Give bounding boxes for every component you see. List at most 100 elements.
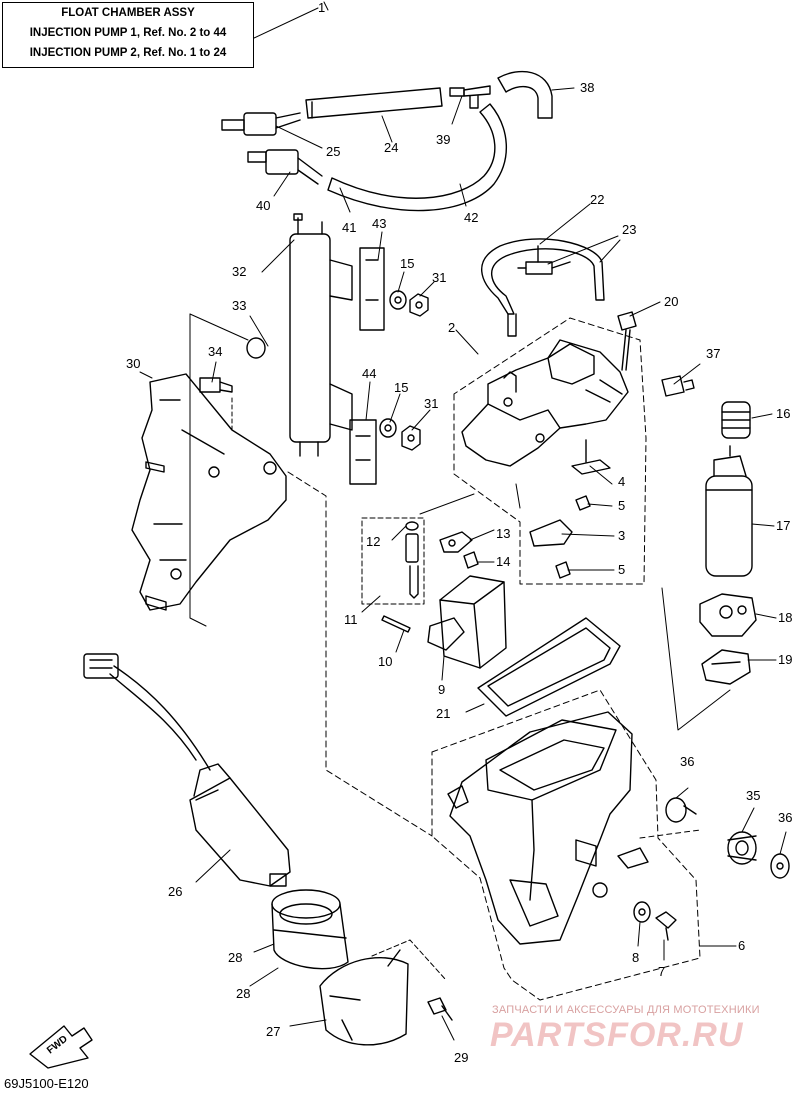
screw-5b	[555, 561, 571, 579]
assembly-title: FLOAT CHAMBER ASSY	[61, 7, 195, 19]
callout-16: 16	[776, 406, 790, 421]
fitting-37	[661, 375, 695, 397]
callout-44: 44	[362, 366, 376, 381]
gasket-21	[477, 617, 621, 717]
grommet-35	[727, 831, 757, 865]
collar-33	[246, 337, 266, 359]
vapor-separator-32	[289, 213, 353, 457]
needle-valve-seat	[405, 533, 419, 599]
callout-39: 39	[436, 132, 450, 147]
clip-13	[439, 531, 473, 553]
fuel-pump-26	[189, 763, 291, 887]
callout-17: 17	[776, 518, 790, 533]
nut-31b	[401, 425, 421, 451]
callout-7: 7	[658, 964, 665, 979]
callout-15b: 15	[394, 380, 408, 395]
callout-36a: 36	[680, 754, 694, 769]
callout-40: 40	[256, 198, 270, 213]
callout-29: 29	[454, 1050, 468, 1065]
drain-screw-7	[655, 911, 677, 941]
callout-13: 13	[496, 526, 510, 541]
callout-1: 1	[318, 0, 325, 15]
callout-28b: 28	[236, 986, 250, 1001]
callout-6: 6	[738, 938, 745, 953]
fuel-hose-24	[305, 87, 443, 119]
nut-31a	[409, 293, 429, 317]
callout-43: 43	[372, 216, 386, 231]
holder-19	[701, 649, 751, 685]
callout-20: 20	[664, 294, 678, 309]
grommet-36a	[665, 797, 697, 823]
callout-21: 21	[436, 706, 450, 721]
watermark-caption: ЗАПЧАСТИ И АКСЕССУАРЫ ДЛЯ МОТОТЕХНИКИ	[492, 1004, 760, 1016]
callout-31a: 31	[432, 270, 446, 285]
callout-42: 42	[464, 210, 478, 225]
callout-12: 12	[366, 534, 380, 549]
callout-30: 30	[126, 356, 140, 371]
callout-33: 33	[232, 298, 246, 313]
fwd-arrow-icon	[29, 1025, 93, 1069]
bolt-34	[199, 377, 233, 393]
callout-26: 26	[168, 884, 182, 899]
plate-4	[571, 439, 611, 475]
watermark-logo: PARTSFOR.RU	[490, 1016, 744, 1054]
holder-18	[699, 593, 757, 637]
wire-harness	[83, 653, 211, 771]
callout-15a: 15	[400, 256, 414, 271]
plate-3	[529, 519, 573, 547]
bracket-44	[349, 419, 377, 485]
callout-18: 18	[778, 610, 792, 625]
assembly-note-1: INJECTION PUMP 1, Ref. No. 2 to 44	[29, 27, 227, 39]
fuel-pump-17	[705, 445, 753, 577]
callout-labels: 1 2 3 4 5 5 6 7 8 9 10 11 12 13 14 15 15…	[126, 0, 792, 1065]
seal-16	[721, 401, 751, 439]
o-ring-12	[405, 521, 419, 531]
callout-38: 38	[580, 80, 594, 95]
callout-19: 19	[778, 652, 792, 667]
callout-5b: 5	[618, 562, 625, 577]
fuel-pipe-42	[327, 103, 507, 212]
fuel-hose-38	[497, 70, 553, 119]
callout-25: 25	[326, 144, 340, 159]
bracket-43	[359, 247, 385, 331]
callout-41: 41	[342, 220, 356, 235]
callout-24: 24	[384, 140, 398, 155]
callout-34: 34	[208, 344, 222, 359]
clamp-27	[319, 949, 409, 1046]
pin-10	[381, 615, 411, 633]
callout-27: 27	[266, 1024, 280, 1039]
screw-20	[617, 311, 637, 371]
screw-14	[463, 551, 479, 569]
fuel-connector-40	[247, 149, 323, 185]
bolt-29	[427, 997, 453, 1021]
screw-5a	[575, 495, 591, 511]
callout-8: 8	[632, 950, 639, 965]
callout-23: 23	[622, 222, 636, 237]
filter-28	[271, 889, 349, 970]
callout-36b: 36	[778, 810, 792, 825]
diagram-code: 69J5100-E120	[4, 1076, 89, 1091]
callout-32: 32	[232, 264, 246, 279]
joint-22	[517, 245, 571, 275]
callout-14: 14	[496, 554, 510, 569]
callout-22: 22	[590, 192, 604, 207]
float-9	[427, 575, 507, 669]
callout-28a: 28	[228, 950, 242, 965]
fuel-hose-23	[481, 238, 605, 337]
washer-8	[633, 901, 651, 923]
callout-10: 10	[378, 654, 392, 669]
washer-15b	[379, 418, 397, 438]
float-chamber-body-6	[447, 711, 649, 945]
callout-4: 4	[618, 474, 625, 489]
fuel-connector	[221, 112, 301, 136]
title-box: FLOAT CHAMBER ASSY INJECTION PUMP 1, Ref…	[2, 2, 254, 68]
joint-39	[449, 85, 491, 109]
callout-5a: 5	[618, 498, 625, 513]
callout-31b: 31	[424, 396, 438, 411]
callout-11: 11	[344, 612, 358, 627]
callout-37: 37	[706, 346, 720, 361]
callout-3: 3	[618, 528, 625, 543]
fwd-label: FWD	[45, 1034, 70, 1057]
